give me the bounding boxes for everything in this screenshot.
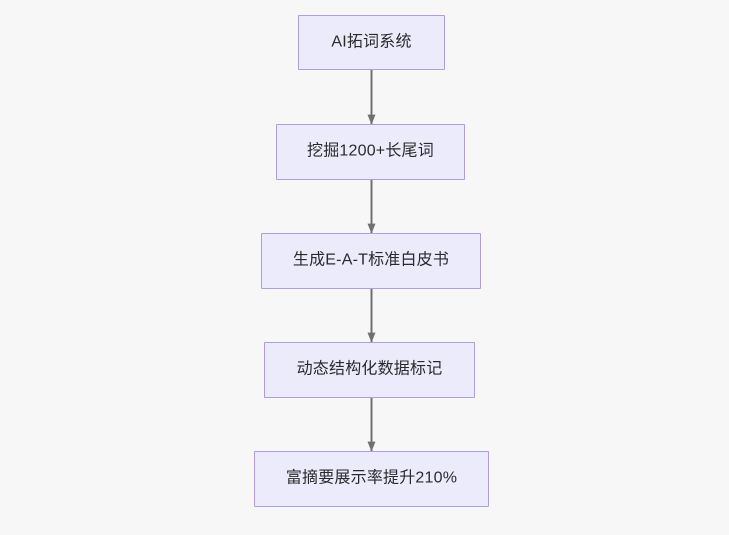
flow-node-generate-eat-whitepaper[interactable]: 生成E-A-T标准白皮书 [261,233,481,289]
flow-node-label: 富摘要展示率提升210% [285,469,458,487]
flow-node-label: AI拓词系统 [331,33,412,50]
flow-node-label: 动态结构化数据标记 [296,360,443,378]
flow-node-rich-snippet-impression-lift[interactable]: 富摘要展示率提升210% [254,451,489,507]
flow-node-label: 生成E-A-T标准白皮书 [292,251,450,269]
flow-node-ai-keyword-system[interactable]: AI拓词系统 [298,15,445,70]
flow-node-label: 挖掘1200+长尾词 [307,142,434,160]
flow-node-dynamic-structured-data-markup[interactable]: 动态结构化数据标记 [264,342,475,398]
flow-node-mine-longtail-keywords[interactable]: 挖掘1200+长尾词 [276,124,465,180]
